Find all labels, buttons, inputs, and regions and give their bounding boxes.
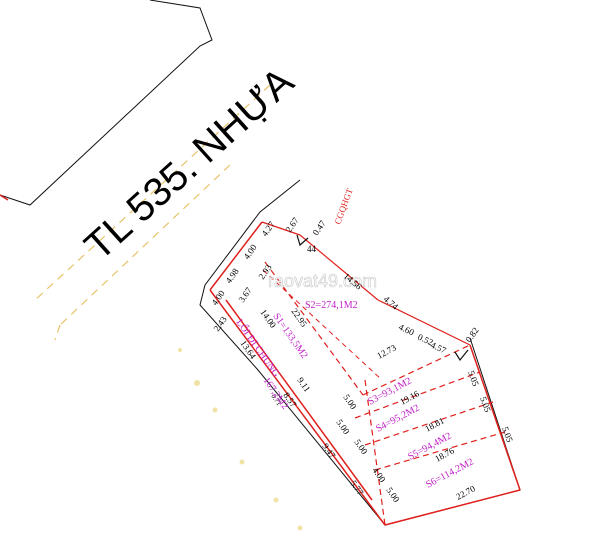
dim-12-73: 12.73 bbox=[375, 342, 398, 361]
dim-44: 44 bbox=[307, 244, 317, 254]
building-outline bbox=[0, 0, 213, 206]
lot-s4-label: S4=95,2M2 bbox=[374, 403, 421, 435]
cgqhgt-label: CGQHGT bbox=[332, 187, 354, 226]
dim-5-05-b: 5.05 bbox=[478, 395, 493, 414]
dim-0-47: 0.47 bbox=[310, 218, 328, 237]
dim-9-11: 9.11 bbox=[295, 375, 312, 393]
lot-s2-label: S2=274,1M2 bbox=[305, 300, 358, 311]
dim-4-57: 4.57 bbox=[429, 340, 448, 356]
arrow-mark-top bbox=[296, 234, 309, 247]
road-name: TL 535. NHỰA bbox=[77, 59, 303, 268]
dim-3-67: 3.67 bbox=[236, 285, 254, 304]
building-outline-left bbox=[0, 194, 9, 201]
dim-18-81: 18.81 bbox=[423, 415, 446, 433]
road-edge-bottom bbox=[59, 164, 231, 326]
road-edge-bottom-lower bbox=[54, 324, 61, 341]
dim-22-70: 22.70 bbox=[454, 483, 477, 502]
dim-5-00-d: 5.00 bbox=[384, 485, 402, 504]
dim-5-00-b: 5.00 bbox=[334, 417, 352, 436]
dim-2-43: 2.43 bbox=[211, 314, 229, 333]
background-specks bbox=[178, 348, 303, 531]
dim-2-67: 2.67 bbox=[283, 215, 301, 234]
road-edge-top bbox=[34, 84, 271, 301]
arrow-mark-right bbox=[454, 349, 469, 362]
dim-5-00-a: 5.00 bbox=[341, 392, 359, 411]
dim-0-82: 0.82 bbox=[463, 326, 480, 345]
watermark: raovat49.com bbox=[268, 271, 377, 291]
dim-4-00-b: 4.00 bbox=[209, 288, 227, 307]
dim-4-60: 4.60 bbox=[397, 322, 416, 338]
dim-5-00-c: 5.00 bbox=[352, 437, 370, 456]
plot-boundaries bbox=[209, 221, 521, 526]
dim-4-00-c: 4.00 bbox=[370, 465, 388, 484]
